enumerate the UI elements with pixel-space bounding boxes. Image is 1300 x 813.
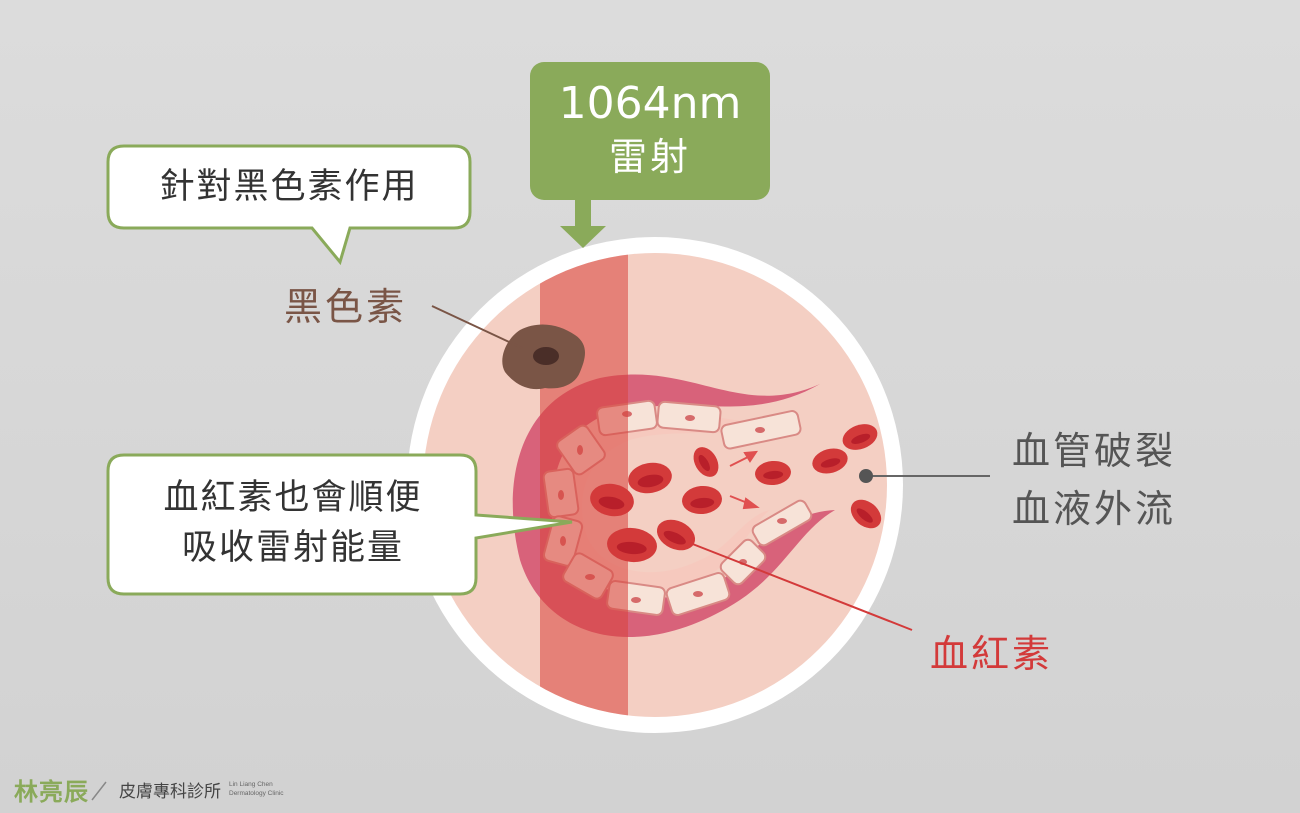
melanin-label: 黑色素: [284, 285, 408, 329]
clinic-name: 皮膚專科診所: [119, 781, 221, 802]
footer-separator: [91, 781, 107, 801]
footer-slash: ／: [89, 777, 119, 801]
outflow-arrows: [729, 450, 760, 510]
hemoglobin-callout-line1: 血紅素也會順便: [163, 478, 423, 518]
hemoglobin-leader-line: [689, 542, 913, 631]
laser-wavelength: 1064nm: [558, 78, 742, 129]
melanin-leader-line: [431, 305, 523, 349]
hemoglobin-callout-bubble: [106, 453, 573, 596]
doctor-name: 林亮辰: [14, 777, 89, 806]
clinic-english-line2: Dermatology Clinic: [229, 790, 284, 797]
clinic-english-name: Lin Liang Chen Dermatology Clinic: [229, 780, 284, 798]
melanin-callout-text: 針對黑色素作用: [159, 167, 419, 207]
laser-label-box: [530, 62, 770, 200]
clinic-footer: 林亮辰 ／ 皮膚專科診所 Lin Liang Chen Dermatology …: [14, 772, 284, 806]
vessel-rupture-label-line2: 血液外流: [1012, 487, 1177, 531]
clinic-english-line1: Lin Liang Chen: [229, 781, 273, 788]
hemoglobin-label: 血紅素: [930, 632, 1054, 676]
red-blood-cells: [590, 424, 882, 563]
laser-arrow-icon: [560, 226, 606, 248]
hemoglobin-callout-line2: 吸收雷射能量: [181, 528, 404, 568]
vessel-rupture-dot: [859, 469, 873, 483]
melanin-callout-bubble: [106, 144, 472, 266]
laser-title: 雷射: [608, 135, 691, 179]
vessel-rupture-label-line1: 血管破裂: [1012, 429, 1177, 473]
